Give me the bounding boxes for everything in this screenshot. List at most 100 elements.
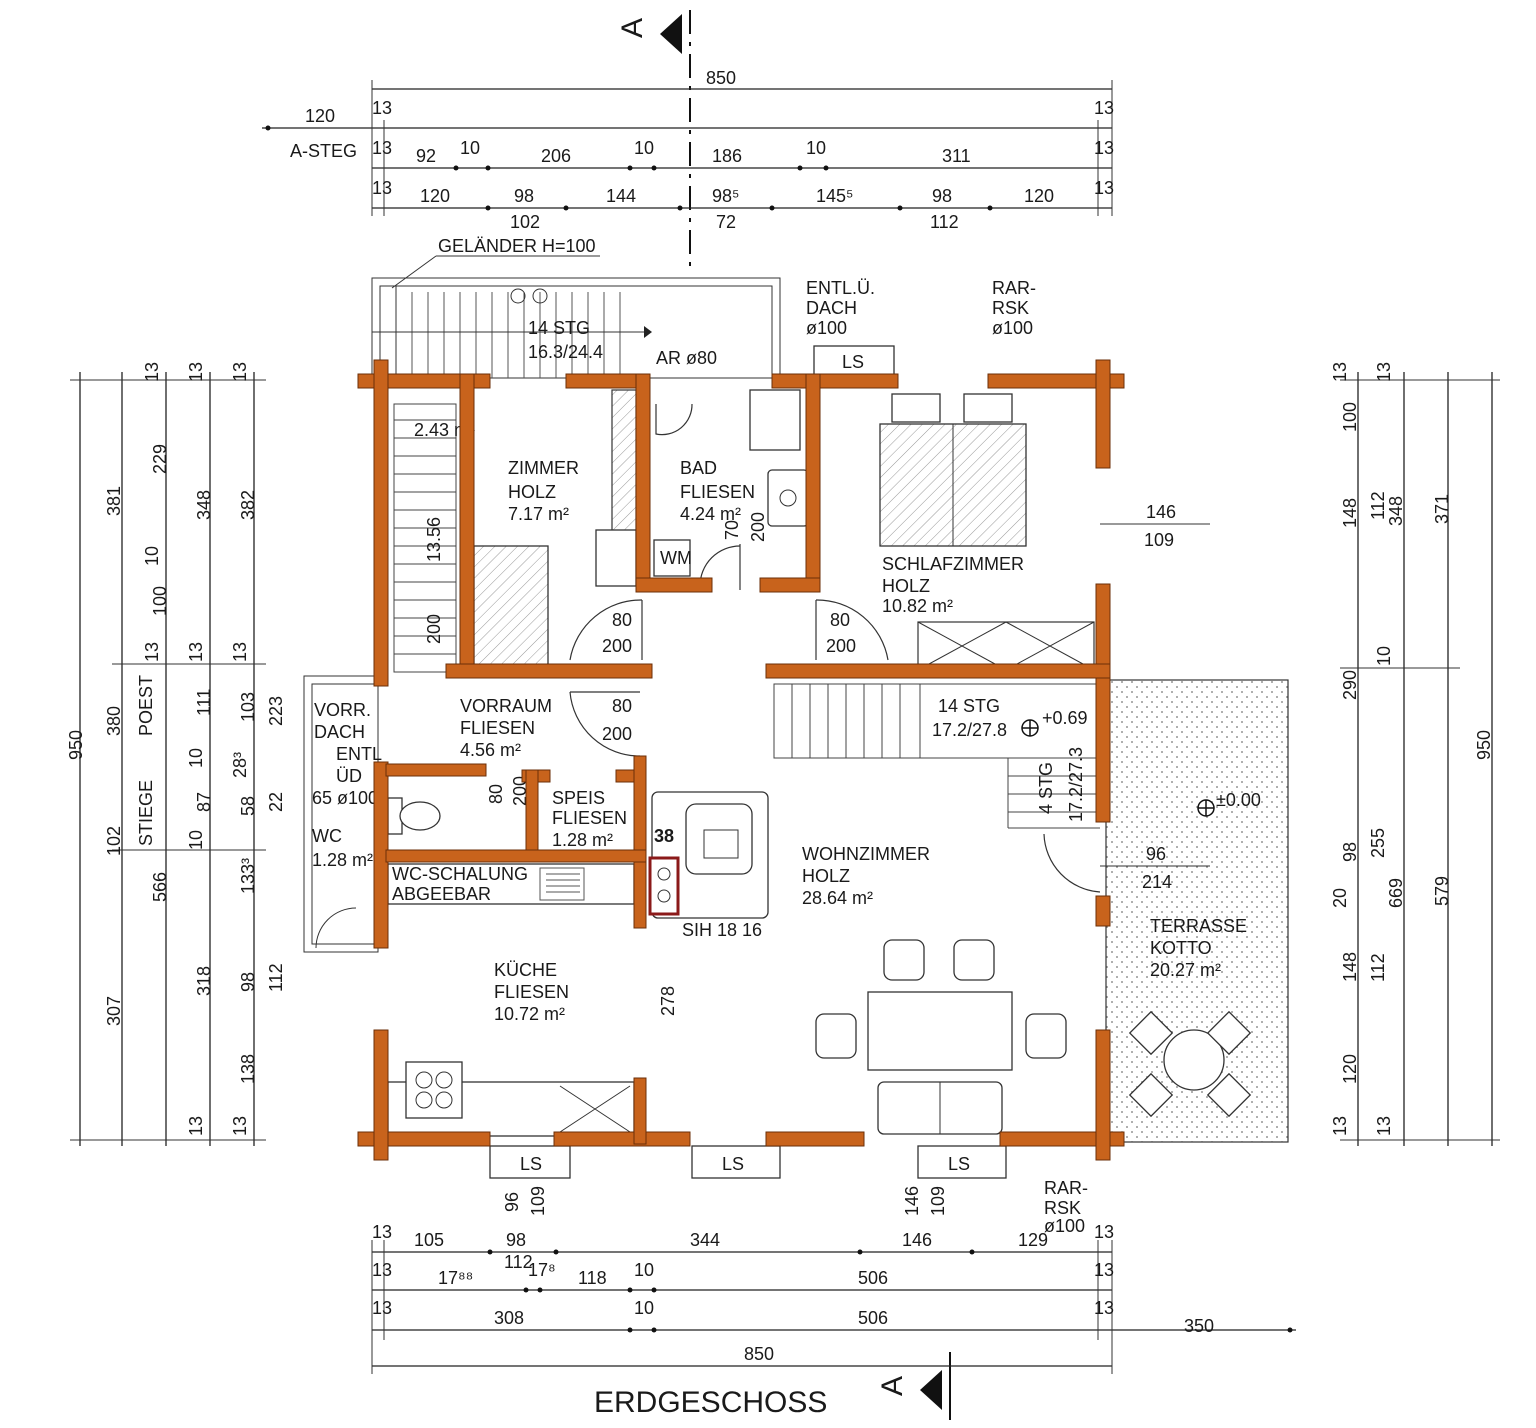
toilet-icon: [387, 797, 441, 835]
door1-width: 80: [612, 610, 632, 630]
wm-label: WM: [660, 548, 692, 568]
room-terrasse: TERRASSE KOTTO 20.27 m²: [1150, 916, 1247, 980]
dim-left-112: 112: [266, 963, 286, 992]
bathtub: [749, 389, 801, 451]
sink-drain-icon: [779, 489, 797, 507]
section-marker-top: A: [616, 10, 691, 270]
entl-line2: DACH: [806, 298, 857, 318]
door4-width: 80: [486, 784, 506, 804]
dim-left-566: 566: [150, 872, 170, 902]
dim-left-138: 138: [238, 1054, 258, 1084]
room-bad-name: BAD: [680, 458, 717, 478]
room-speis-name: SPEIS: [552, 788, 605, 808]
podest-label: POEST: [136, 675, 156, 736]
dim-b1-5: 129: [1018, 1230, 1048, 1250]
dim-right-c2-13: 13: [1374, 362, 1394, 382]
door1-height: 200: [602, 636, 632, 656]
railing-label: GELÄNDER H=100: [438, 236, 596, 256]
dim-top-total: 850: [706, 68, 736, 88]
dim-left-103: 103: [238, 692, 258, 722]
vorr-line5: 65 ø100: [312, 788, 378, 808]
dim-b3-4: 13: [1094, 1298, 1114, 1318]
dim-right-950: 950: [1474, 730, 1494, 760]
wardrobe: [917, 621, 1095, 671]
room-bad-area: 4.24 m²: [680, 504, 741, 524]
room-wc: WC 1.28 m²: [312, 826, 373, 870]
room-speis-area: 1.28 m²: [552, 830, 613, 850]
stair-middle: [773, 683, 1101, 829]
dim-left-c4-13: 13: [230, 362, 250, 382]
door3-width: 80: [612, 696, 632, 716]
rar-top-line2: RSK: [992, 298, 1029, 318]
dim-right-c2-112b: 112: [1368, 953, 1388, 982]
room-vorraum-area: 4.56 m²: [460, 740, 521, 760]
dim-left-c2-13b: 13: [142, 642, 162, 662]
dim-right-579: 579: [1432, 876, 1452, 906]
room-bad-finish: FLIESEN: [680, 482, 755, 502]
left-dimensions: 950 381 380 102 307 13 229 10 100 13 POE…: [66, 362, 286, 1146]
stairs-top-count: 14 STG: [528, 318, 590, 338]
dim-left-c3-13c: 13: [186, 1116, 206, 1136]
dim-right-13b: 13: [1330, 1116, 1350, 1136]
dim-r1-7: 311: [942, 146, 971, 166]
dim-r1-1: 92: [416, 146, 436, 166]
door5-height: 200: [748, 512, 768, 542]
vorr-line2: DACH: [314, 722, 365, 742]
wc-schalung-line2: ABGEEBAR: [392, 884, 491, 904]
right-dimensions: 13 100 148 290 98 20 148 120 13 13 112 3…: [1330, 362, 1500, 1146]
dim-r1-5: 186: [712, 146, 742, 166]
door2-height: 200: [826, 636, 856, 656]
dim-bwin-96: 96: [502, 1192, 522, 1212]
room-vorraum-name: VORRAUM: [460, 696, 552, 716]
porch-roof: VORR. DACH ENTL ÜD 65 ø100: [303, 675, 382, 953]
dim-bwin-109: 109: [528, 1186, 548, 1216]
dim-left-28: 28³: [230, 752, 250, 778]
room-zimmer-area: 7.17 m²: [508, 504, 569, 524]
stair-200-label: 200: [424, 614, 444, 644]
room-kueche-finish: FLIESEN: [494, 982, 569, 1002]
room-wohn-name: WOHNZIMMER: [802, 844, 930, 864]
dim-b1-4: 146: [902, 1230, 932, 1250]
dim-b2-2: 112: [504, 1252, 533, 1272]
top-dimensions: 850 120 13 13 A-STEG 13 92 10 206 10 186…: [262, 68, 1114, 232]
dim-bwin-146: 146: [902, 1186, 922, 1216]
level-000-label: ±0.00: [1216, 790, 1261, 810]
ls-b2-label: LS: [722, 1154, 744, 1174]
dim-left-c4-13c: 13: [230, 1116, 250, 1136]
dim-left-c3-10b: 10: [186, 830, 206, 850]
ar-label: AR ø80: [656, 348, 717, 368]
vorr-line3: ENTL: [336, 744, 382, 764]
dim-left-348: 348: [194, 490, 214, 520]
dim-left-950: 950: [66, 730, 86, 760]
dim-right-148b: 148: [1340, 952, 1360, 982]
dim-left-c2-100: 100: [150, 586, 170, 616]
floor-title: ERDGESCHOSS: [594, 1386, 827, 1419]
dim-r1-6: 10: [806, 138, 826, 158]
rar-bottom-line3: ø100: [1044, 1216, 1085, 1236]
door2-width: 80: [830, 610, 850, 630]
dim-96: 96: [1146, 844, 1166, 864]
dim-r1-8: 13: [1094, 138, 1114, 158]
room-vorraum-finish: FLIESEN: [460, 718, 535, 738]
door4-height: 200: [510, 776, 530, 806]
dim-left-22: 22: [266, 792, 286, 812]
stairs-side-ratio: 17.2/27.3: [1066, 747, 1086, 822]
ls-b1-label: LS: [520, 1154, 542, 1174]
dim-b3-1: 308: [494, 1308, 524, 1328]
section-label-top: A: [616, 18, 649, 38]
walls: [357, 359, 1125, 1161]
tiled-stove: [648, 791, 769, 919]
dim-146-right: 146: [1146, 502, 1176, 522]
dim-right-100: 100: [1340, 402, 1360, 432]
stair-run-label: 13.56: [424, 517, 444, 562]
dim-r3-0: 102: [510, 212, 540, 232]
dim-r2-7: 120: [1024, 186, 1054, 206]
dim-b1-6: 13: [1094, 1222, 1114, 1242]
entl-line3: ø100: [806, 318, 847, 338]
rar-top-line3: ø100: [992, 318, 1033, 338]
dim-right-20: 20: [1330, 888, 1350, 908]
room-schlafzimmer: SCHLAFZIMMER HOLZ 10.82 m²: [882, 554, 1024, 616]
dim-right-c2-112: 112: [1368, 491, 1388, 520]
sih-label: SIH 18 16: [682, 920, 762, 940]
